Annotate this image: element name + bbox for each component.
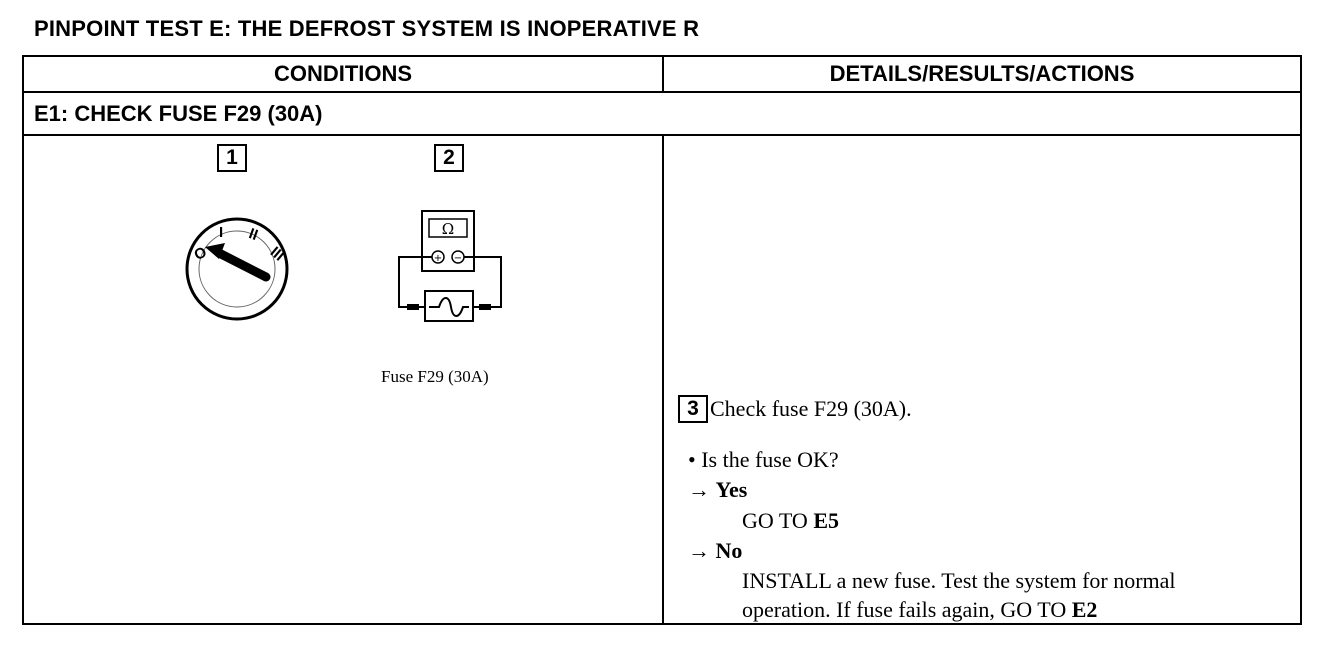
details-header: DETAILS/RESULTS/ACTIONS: [664, 57, 1300, 93]
pinpoint-test-table: CONDITIONS DETAILS/RESULTS/ACTIONS E1: C…: [22, 55, 1302, 625]
no-action-line1: INSTALL a new fuse. Test the system for …: [742, 568, 1176, 593]
ohmmeter-plus-terminal: +: [434, 253, 442, 264]
no-action-line2: operation. If fuse fails again, GO TO E2: [742, 597, 1097, 623]
question-text: • Is the fuse OK?: [688, 447, 839, 472]
yes-arrow: →: [688, 477, 710, 502]
yes-label: Yes: [715, 477, 748, 502]
fuse-caption: Fuse F29 (30A): [381, 367, 489, 386]
yes-branch: → Yes: [688, 477, 747, 503]
conditions-header: CONDITIONS: [24, 57, 664, 93]
step-heading: E1: CHECK FUSE F29 (30A): [24, 93, 1300, 136]
yes-action: GO TO E5: [742, 508, 839, 534]
no-target: E2: [1071, 597, 1098, 622]
yes-target: E5: [813, 508, 839, 533]
ignition-switch-icon: O I II III: [185, 217, 289, 321]
action-number: 3: [678, 395, 708, 423]
condition-label-1: 1: [217, 144, 247, 172]
ohm-symbol: Ω: [442, 220, 454, 238]
ohmmeter-fuse-icon: Ω + −: [398, 210, 502, 322]
ohmmeter-minus-terminal: −: [454, 253, 462, 264]
no-arrow: →: [688, 538, 710, 563]
action-text: Check fuse F29 (30A).: [710, 396, 912, 421]
ignition-position-1: I: [219, 224, 223, 241]
condition-label-2: 2: [434, 144, 464, 172]
yes-action-prefix: GO TO: [742, 508, 814, 533]
no-action-line2-prefix: operation. If fuse fails again, GO TO: [742, 597, 1072, 622]
no-label: No: [715, 538, 743, 563]
column-divider: [662, 136, 664, 623]
no-branch: → No: [688, 538, 742, 564]
page-title: PINPOINT TEST E: THE DEFROST SYSTEM IS I…: [34, 16, 700, 41]
